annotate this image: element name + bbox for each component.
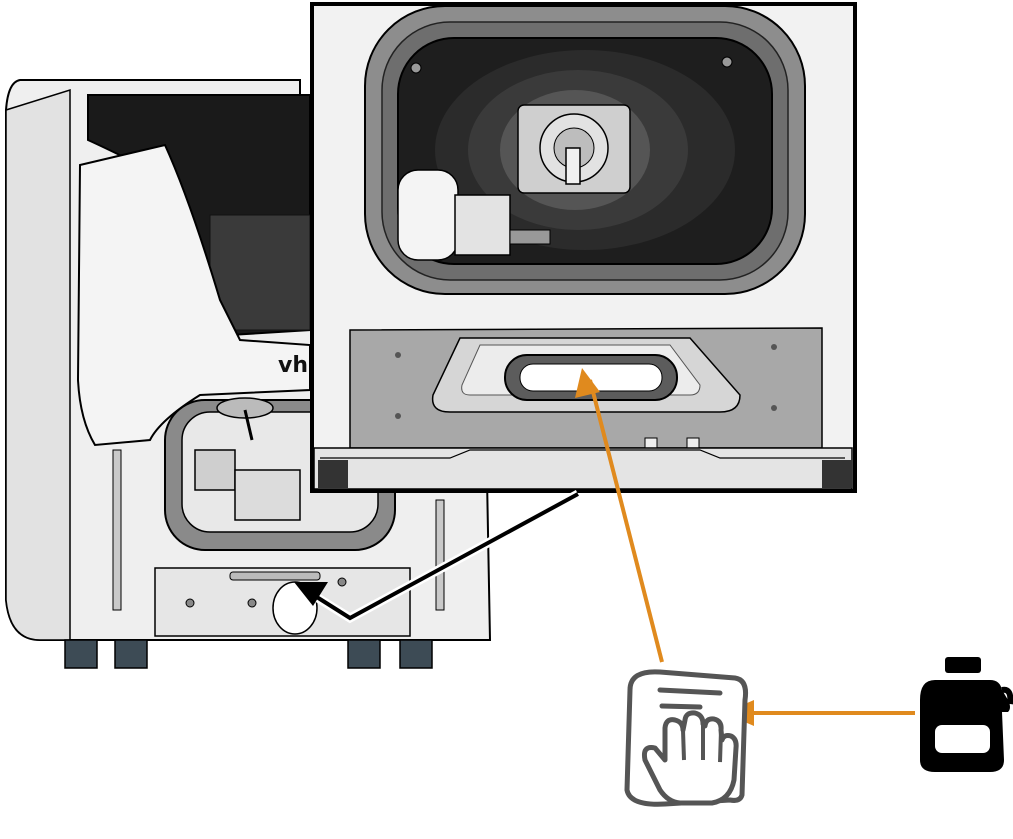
apply-agent-arrow	[724, 700, 915, 726]
chamber-block	[194, 449, 236, 491]
bottle-label	[935, 725, 990, 753]
drain-slot-small	[229, 571, 321, 581]
machine-side-panel	[5, 88, 71, 641]
chamber-spindle	[216, 397, 274, 419]
side-rail-left	[112, 449, 122, 611]
screw	[395, 413, 401, 419]
cleaning-agent-bottle-icon	[920, 657, 1013, 772]
zoom-pointer-arrow	[294, 490, 581, 624]
wipe-direction-arrow	[575, 368, 664, 663]
hand-icon	[642, 710, 739, 806]
machine-foot	[64, 639, 98, 669]
wipe-arrowhead	[575, 368, 600, 398]
ledge-edge	[320, 449, 845, 459]
chamber-clamp	[397, 169, 459, 261]
screw	[410, 62, 422, 74]
chamber-tool	[243, 409, 254, 441]
machine-foot	[347, 639, 381, 669]
milling-tool	[565, 147, 581, 185]
front-ledge	[313, 447, 853, 490]
side-rail-right	[435, 499, 445, 611]
screw	[771, 344, 777, 350]
screw	[185, 598, 195, 608]
ledge-corner-left	[318, 460, 348, 488]
ledge-corner-right	[822, 460, 852, 488]
screw	[337, 577, 347, 587]
screw	[395, 352, 401, 358]
chamber-holder	[454, 194, 511, 256]
pointer-arrowhead	[294, 582, 328, 606]
screw	[771, 405, 777, 411]
screw	[247, 598, 257, 608]
machine-foot	[399, 639, 433, 669]
chamber-fixture	[234, 469, 301, 521]
machine-door-panel	[76, 143, 311, 447]
screw	[721, 56, 733, 68]
zoom-detail-panel	[310, 2, 857, 493]
chamber-bracket	[509, 229, 551, 245]
machine-brand-label: vh	[278, 353, 308, 378]
machine-foot	[114, 639, 148, 669]
